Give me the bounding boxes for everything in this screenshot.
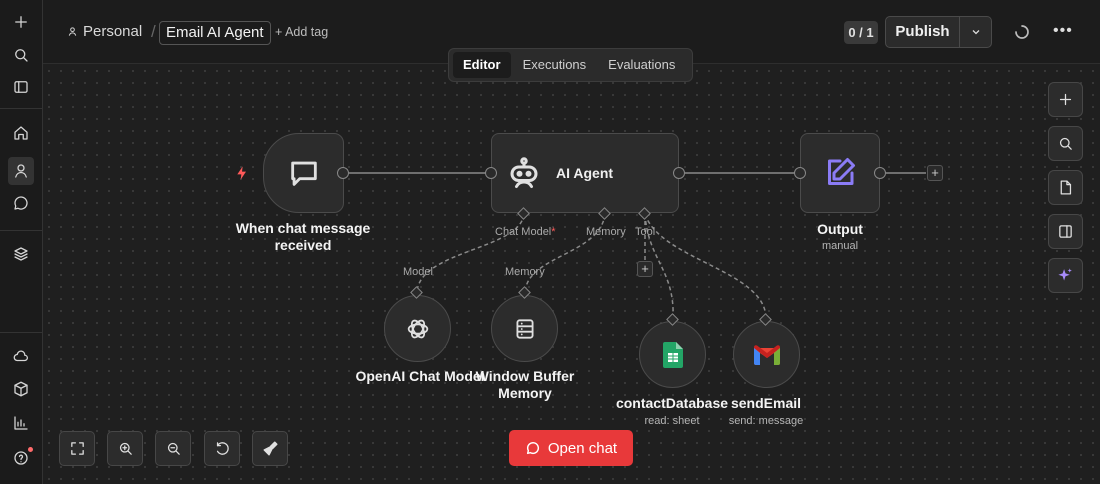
undo-icon xyxy=(216,442,229,455)
zoom-in-button[interactable] xyxy=(107,431,143,466)
home-icon[interactable] xyxy=(10,122,32,144)
zoom-out-icon xyxy=(167,442,180,455)
input-port[interactable] xyxy=(794,167,806,179)
window-buffer-memory-node[interactable] xyxy=(491,295,558,362)
sticky-note-icon xyxy=(1060,180,1072,195)
publish-button[interactable]: Publish xyxy=(886,17,960,47)
sidebar-toggle-icon[interactable] xyxy=(10,76,32,98)
output-node[interactable] xyxy=(800,133,880,213)
search-icon xyxy=(1059,137,1072,150)
openai-icon xyxy=(407,319,428,338)
chat-bubble-icon xyxy=(290,161,317,186)
cloud-icon[interactable] xyxy=(10,345,32,367)
memory-port-label: Memory xyxy=(586,226,626,238)
open-chat-label: Open chat xyxy=(547,439,618,457)
search-nodes-button[interactable] xyxy=(1048,126,1083,161)
fit-view-button[interactable] xyxy=(59,431,95,466)
tab-evaluations[interactable]: Evaluations xyxy=(608,57,676,72)
broom-icon xyxy=(262,441,278,456)
plus-icon[interactable] xyxy=(10,11,32,33)
ai-agent-node[interactable]: AI Agent xyxy=(491,133,679,213)
ai-agent-title: AI Agent xyxy=(556,165,614,181)
tab-editor[interactable]: Editor xyxy=(453,52,511,78)
sticky-note-button[interactable] xyxy=(1048,170,1083,205)
memory-label-line1: Window Buffer xyxy=(475,368,575,384)
send-email-label: sendEmail xyxy=(730,395,802,411)
tool-port-label: Tool xyxy=(635,226,656,238)
contact-database-sublabel: read: sheet xyxy=(644,415,700,427)
send-email-sublabel: send: message xyxy=(728,415,804,427)
output-port[interactable] xyxy=(337,167,349,179)
breadcrumb-separator: / xyxy=(151,22,156,41)
package-icon[interactable] xyxy=(10,378,32,400)
workflow-name[interactable]: Email AI Agent xyxy=(159,21,271,45)
add-node-tool-button[interactable] xyxy=(1048,82,1083,117)
gmail-icon xyxy=(753,344,780,365)
sparkle-icon xyxy=(1058,268,1072,281)
project-breadcrumb[interactable]: Personal xyxy=(67,23,142,40)
output-label: Output xyxy=(817,221,863,237)
insights-icon[interactable] xyxy=(10,412,32,434)
search-icon[interactable] xyxy=(10,44,32,66)
contact-database-node[interactable] xyxy=(639,321,706,388)
google-sheets-icon xyxy=(662,341,683,368)
add-node-button[interactable]: + xyxy=(927,165,943,181)
fullscreen-icon xyxy=(70,442,84,455)
output-port[interactable] xyxy=(673,167,685,179)
output-port[interactable] xyxy=(874,167,886,179)
tidy-up-button[interactable] xyxy=(252,431,288,466)
edit-icon xyxy=(828,158,855,185)
memory-label-line2: Memory xyxy=(498,385,552,401)
view-tabs: Editor Executions Evaluations xyxy=(448,48,693,82)
plus-icon xyxy=(1059,93,1072,106)
active-counter: 0 / 1 xyxy=(844,21,878,44)
toggle-panel-button[interactable] xyxy=(1048,214,1083,249)
chat-icon[interactable] xyxy=(10,192,32,214)
robot-icon xyxy=(510,157,538,188)
publish-button-group: Publish xyxy=(885,16,992,48)
database-icon xyxy=(515,318,534,339)
ai-assistant-button[interactable] xyxy=(1048,258,1083,293)
left-sidebar xyxy=(0,0,43,484)
project-name: Personal xyxy=(83,23,143,40)
output-sublabel: manual xyxy=(821,240,859,252)
panel-icon xyxy=(1059,225,1072,238)
memory-node-port-label: Memory xyxy=(505,266,545,278)
workflow-canvas[interactable] xyxy=(43,65,1100,484)
openai-label: OpenAI Chat Model xyxy=(355,368,485,384)
contact-database-label: contactDatabase xyxy=(615,395,729,411)
send-email-node[interactable] xyxy=(733,321,800,388)
add-tool-button[interactable]: + xyxy=(637,261,653,277)
model-port-label: Model xyxy=(403,266,433,278)
user-icon[interactable] xyxy=(8,157,34,185)
chevron-down-icon[interactable] xyxy=(960,17,991,47)
open-chat-button[interactable]: Open chat xyxy=(509,430,633,466)
add-tag-button[interactable]: + Add tag xyxy=(275,25,329,39)
loading-spinner-icon xyxy=(1015,25,1029,39)
undo-button[interactable] xyxy=(204,431,240,466)
zoom-in-icon xyxy=(119,442,132,455)
lightning-icon xyxy=(237,166,246,180)
zoom-out-button[interactable] xyxy=(155,431,191,466)
input-port[interactable] xyxy=(485,167,497,179)
chat-trigger-label: When chat message received xyxy=(235,220,371,253)
chat-model-port-label: Chat Model* xyxy=(495,226,556,238)
more-options-icon[interactable]: ••• xyxy=(1053,22,1073,39)
user-icon xyxy=(68,27,77,36)
layers-icon[interactable] xyxy=(10,243,32,265)
chat-icon xyxy=(526,442,539,455)
chat-trigger-node[interactable] xyxy=(263,133,344,213)
help-icon[interactable] xyxy=(10,447,33,469)
tab-executions[interactable]: Executions xyxy=(522,57,587,72)
openai-chat-model-node[interactable] xyxy=(384,295,451,362)
